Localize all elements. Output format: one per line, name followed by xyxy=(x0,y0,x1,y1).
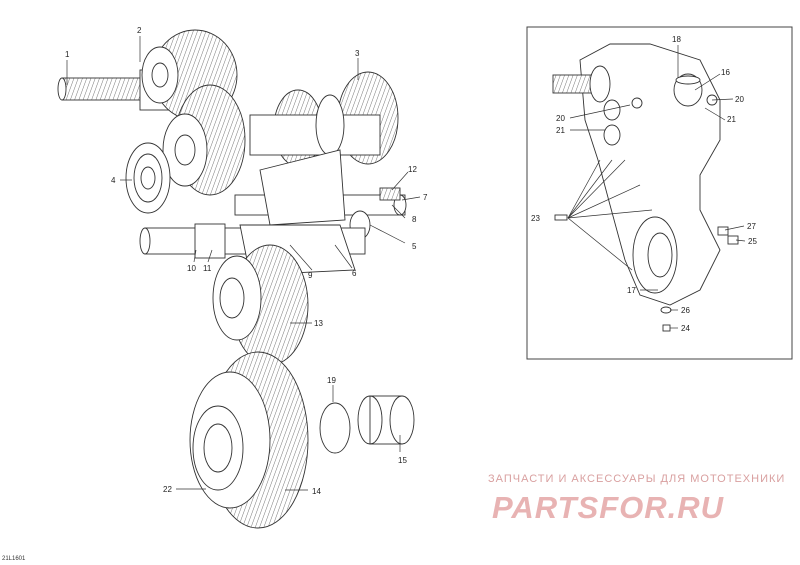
callout-13: 13 xyxy=(314,319,323,328)
part-gear-3 xyxy=(249,71,399,167)
callout-3: 3 xyxy=(355,49,360,58)
callout-19: 19 xyxy=(327,376,336,385)
callout-5: 5 xyxy=(412,242,417,251)
callout-8: 8 xyxy=(412,215,417,224)
callout-6: 6 xyxy=(352,269,357,278)
callout-18: 18 xyxy=(672,35,681,44)
part-gear-13 xyxy=(212,244,309,366)
leader-lines-right xyxy=(567,45,746,329)
watermark-tagline: ЗАПЧАСТИ И АКСЕССУАРЫ ДЛЯ МОТОТЕХНИКИ xyxy=(488,473,786,485)
inset-frame xyxy=(526,26,793,360)
callout-11: 11 xyxy=(203,264,212,273)
leader-lines-left xyxy=(66,36,421,491)
part-o-ring-19 xyxy=(319,402,351,454)
callout-21-right: 21 xyxy=(727,115,736,124)
callout-25: 25 xyxy=(748,237,757,246)
callout-16: 16 xyxy=(721,68,730,77)
callout-17: 17 xyxy=(627,286,636,295)
callout-10: 10 xyxy=(187,264,196,273)
callout-15: 15 xyxy=(398,456,407,465)
part-gear-cluster xyxy=(162,84,246,196)
gearbox-housing-assembly xyxy=(552,43,739,332)
callout-4: 4 xyxy=(111,176,116,185)
callout-27: 27 xyxy=(747,222,756,231)
callout-20-right: 20 xyxy=(735,95,744,104)
part-gear-14 xyxy=(189,351,309,529)
callout-22: 22 xyxy=(163,485,172,494)
gear-train-assembly xyxy=(57,29,415,529)
callout-2: 2 xyxy=(137,26,142,35)
callout-21-left: 21 xyxy=(556,126,565,135)
part-bushing-15 xyxy=(357,395,415,445)
callout-23: 23 xyxy=(531,214,540,223)
callout-24: 24 xyxy=(681,324,690,333)
watermark-logo: PARTSFOR.RU xyxy=(492,490,725,525)
callout-26: 26 xyxy=(681,306,690,315)
callout-12: 12 xyxy=(408,165,417,174)
callout-14: 14 xyxy=(312,487,321,496)
part-shift-fork-assembly xyxy=(234,149,407,240)
callout-9: 9 xyxy=(308,271,313,280)
callout-20-left: 20 xyxy=(556,114,565,123)
drawing-code: 21L1601 xyxy=(2,556,26,562)
callout-labels: 1 2 3 4 5 6 7 8 9 10 11 12 13 14 15 16 1… xyxy=(65,26,757,496)
callout-7: 7 xyxy=(423,193,428,202)
callout-1: 1 xyxy=(65,50,70,59)
part-bearing-4 xyxy=(125,142,171,214)
